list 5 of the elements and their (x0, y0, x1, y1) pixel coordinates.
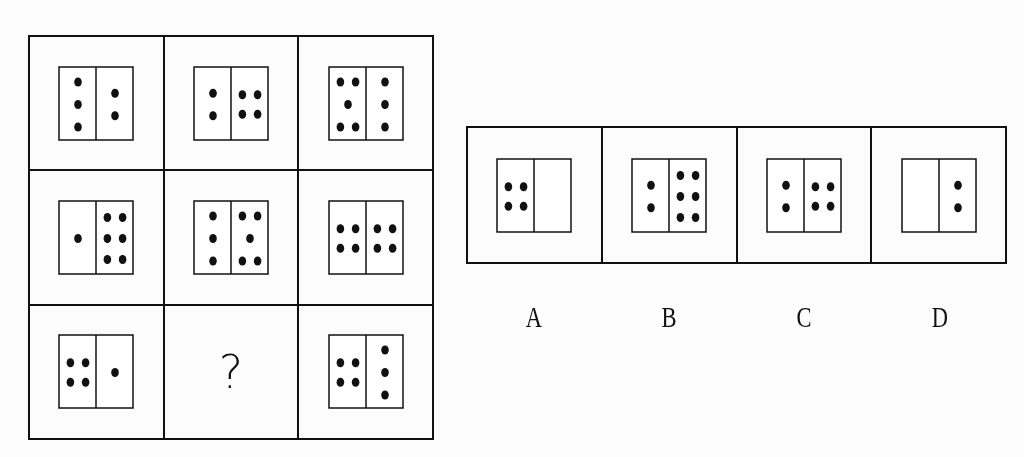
question-mark: ? (218, 344, 244, 399)
option-letter: A (525, 300, 542, 334)
option-letter: D (931, 300, 948, 334)
option-letter: B (661, 300, 677, 334)
option-letter: C (796, 300, 812, 334)
